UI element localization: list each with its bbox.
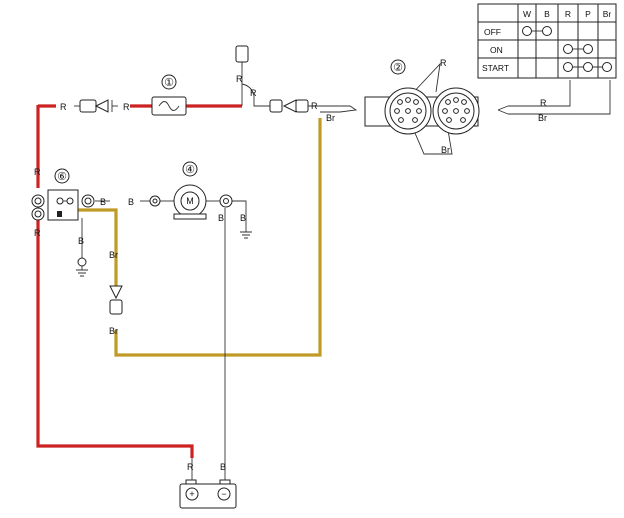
svg-text:R: R [187,462,194,472]
svg-text:Br: Br [109,326,118,336]
wire-labels: R R R R R Br R R B B B B B Br Br R B R B… [34,58,547,472]
ground-symbol-motor [240,231,252,239]
svg-text:P: P [585,9,591,19]
top-connector [235,45,249,66]
svg-text:B: B [78,236,84,246]
svg-text:Br: Br [538,113,547,123]
red-wires [36,104,242,458]
svg-text:B: B [220,462,226,472]
connector-pins-left [394,97,422,123]
svg-text:B: B [128,197,134,207]
svg-text:R: R [440,58,447,68]
svg-text:−: − [221,489,226,499]
inline-connector-left [74,99,118,113]
on-row-connection [563,44,593,54]
svg-text:④: ④ [185,164,195,176]
svg-text:②: ② [393,62,403,74]
fuse: ① [151,74,187,116]
svg-text:M: M [186,196,194,206]
brown-connector [109,285,123,315]
battery: + − [179,458,237,509]
starter-motor: ④ M [173,161,207,220]
ground-symbol-relay [76,257,88,277]
svg-text:R: R [540,98,547,108]
svg-text:Br: Br [326,113,335,123]
svg-text:R: R [565,9,571,19]
relay: ⑥ [31,168,95,221]
svg-text:R: R [123,102,130,112]
switch-table: W B R P Br OFF ON START [477,3,617,79]
connector-block: ② [364,59,480,135]
black-wires [81,62,611,458]
motor-terminals [149,194,233,208]
svg-text:B: B [544,9,550,19]
svg-text:Br: Br [603,9,612,19]
svg-text:+: + [189,489,194,499]
start-row-connection [563,62,612,72]
svg-text:R: R [236,74,243,84]
svg-text:R: R [60,102,67,112]
svg-text:OFF: OFF [484,27,501,37]
off-row-connection [522,26,552,36]
brown-wires [78,118,322,357]
svg-text:R: R [34,167,41,177]
svg-text:⑥: ⑥ [57,171,67,183]
svg-text:R: R [34,228,41,238]
svg-text:Br: Br [109,250,118,260]
svg-text:B: B [100,197,106,207]
connector-pins-right [442,97,470,123]
svg-text:ON: ON [490,45,503,55]
svg-text:R: R [311,101,318,111]
inline-connector-right [269,99,309,113]
svg-text:W: W [523,9,531,19]
svg-text:B: B [240,213,246,223]
svg-text:Br: Br [441,145,450,155]
svg-text:B: B [218,213,224,223]
svg-text:START: START [482,63,509,73]
svg-text:①: ① [164,77,174,89]
svg-text:R: R [250,88,257,98]
